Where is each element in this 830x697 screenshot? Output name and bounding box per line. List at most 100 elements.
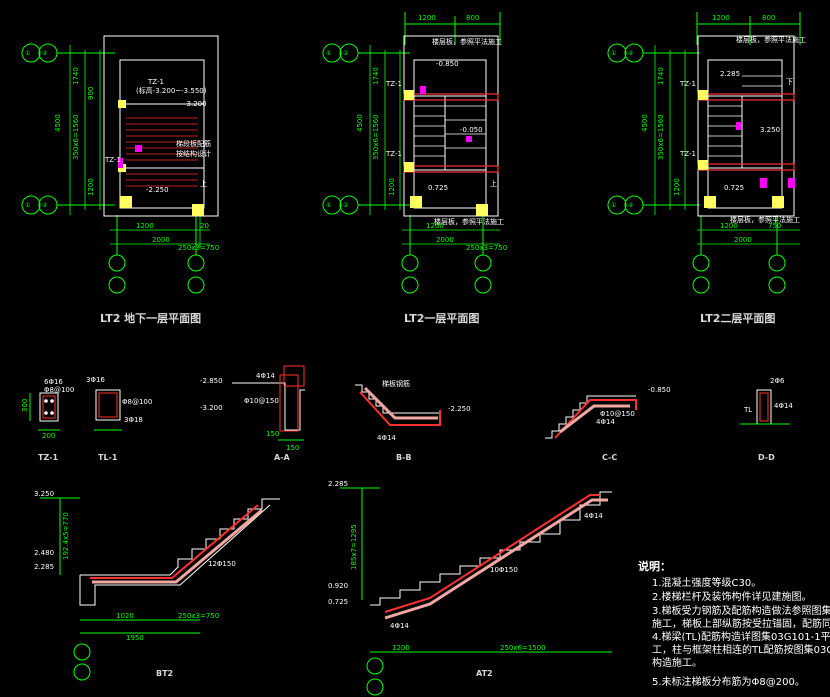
section-dd-labels: 2Φ6 4Φ14 TL D-D <box>743 377 793 462</box>
bb-text-1: 4Φ14 <box>377 434 396 442</box>
svg-text:②: ② <box>628 50 634 57</box>
aa-text-2: 4Φ14 <box>256 372 275 380</box>
plan1-dim-left-4: 900 <box>87 87 95 100</box>
at2-elev-1: 0.920 <box>328 582 348 590</box>
dd-text-2: TL <box>743 406 752 414</box>
plan1-dim-left-2: 350x6=1560 <box>72 114 80 160</box>
tz1-text-3: 200 <box>42 432 55 440</box>
plan1-elev-1: -2.250 <box>146 186 169 194</box>
section-bb <box>355 384 441 426</box>
svg-text:②: ② <box>42 202 48 209</box>
dd-label: D-D <box>758 453 775 462</box>
plan2-dim-top-0: 1200 <box>418 14 436 22</box>
plan2-dim-bottom-0: 1200 <box>426 222 444 230</box>
section-dd <box>740 389 790 425</box>
note-item-5: 工，柱与框架柱相连的TL配筋按图集03G101- <box>652 643 830 656</box>
aa-text-3: Φ10@150 <box>244 397 279 405</box>
tl1-text-1: Φ8@100 <box>122 398 152 406</box>
plan2-dim-left-3: 1200 <box>388 178 396 196</box>
tz1-text-0: 6Φ16 <box>44 378 63 386</box>
plan2-beam-1: TZ-1 <box>385 150 402 158</box>
stair-at2-labels: 2.285 0.920 0.725 10Φ150 4Φ14 4Φ14 1200 … <box>328 480 603 678</box>
plan2-dim-bottom-1: 2000 <box>436 236 454 244</box>
cc-text-2: Φ10@150 <box>600 410 635 418</box>
notes-block: 说明： 1.混凝土强度等级C30。 2.楼梯栏杆及装饰构件详见建施图。 3.梯板… <box>638 559 830 688</box>
plan3-elev-2: 0.725 <box>724 184 744 192</box>
plan3-dim-left-3: 1200 <box>673 178 681 196</box>
section-tl1 <box>94 389 122 431</box>
aa-label: A-A <box>274 453 291 462</box>
plan1-dim-bottom-1: 2000 <box>152 236 170 244</box>
bt2-dim-0: 1020 <box>116 612 134 620</box>
plan2-beam-0: TZ-1 <box>385 80 402 88</box>
plan1-title: LT2 地下一层平面图 <box>100 311 201 325</box>
bt2-label: BT2 <box>156 669 173 678</box>
svg-text:②: ② <box>42 50 48 57</box>
plan3-dim-bottom-2: 750 <box>768 222 781 230</box>
note-item-1: 2.楼梯栏杆及装饰构件详见建施图。 <box>652 590 812 603</box>
note-item-4: 4.梯梁(TL)配筋构造详图集03G101-1平法施 <box>652 630 830 643</box>
plan1-dim-bottom-2: 250x3=750 <box>178 244 219 252</box>
svg-text:①: ① <box>326 50 331 57</box>
svg-text:②: ② <box>343 202 349 209</box>
bt2-dim-1: 250x3=750 <box>178 612 219 620</box>
svg-text:①: ① <box>25 202 30 209</box>
plan2-note-1: 楼层板，参照平法施工 <box>434 217 504 226</box>
plan3-dim-bottom-1: 2000 <box>734 236 752 244</box>
section-cc <box>545 395 637 439</box>
svg-text:②: ② <box>343 50 349 57</box>
plan3-elev-1: 3.250 <box>760 126 780 134</box>
section-bb-labels: 梯板钢筋 -2.250 4Φ14 B-B <box>377 379 471 462</box>
bt2-elev-2: 2.285 <box>34 563 54 571</box>
stair-bt2-labels: 3.250 2.480 2.285 12Φ150 1020 250x3=750 … <box>34 490 236 678</box>
tl1-text-2: 3Φ18 <box>124 416 143 424</box>
bt2-elev-1: 2.480 <box>34 549 54 557</box>
plan2-dim-left-1: 1740 <box>372 67 380 85</box>
at2-rebar-1: 4Φ14 <box>390 622 409 630</box>
stair-bt2 <box>40 497 280 681</box>
note-item-0: 1.混凝土强度等级C30。 <box>652 576 761 589</box>
plan2-dim-left-2: 350x6=1560 <box>372 114 380 160</box>
plan3-dim-bottom-0: 1200 <box>720 222 738 230</box>
bb-label: B-B <box>396 453 412 462</box>
section-tz1-labels: 6Φ16 Φ8@100 300 200 TZ-1 <box>21 378 74 462</box>
plan1-dim-bottom-0: 1200 <box>136 222 154 230</box>
section-tz1 <box>29 392 60 431</box>
svg-text:②: ② <box>628 202 634 209</box>
svg-text:①: ① <box>611 50 616 57</box>
cc-label: C-C <box>602 453 617 462</box>
plan3-note-1: 楼层板，参照平法施工 <box>730 215 800 224</box>
plan2-title: LT2一层平面图 <box>404 312 479 325</box>
dd-text-1: 4Φ14 <box>774 402 793 410</box>
notes-heading: 说明： <box>638 559 671 573</box>
plan3-elev-0: 2.285 <box>720 70 740 78</box>
bb-text-2: 梯板钢筋 <box>382 379 410 388</box>
plan1-note-2: 上 <box>200 179 207 188</box>
plan1-beam-1: TZ-1 <box>104 156 121 164</box>
plan-second-floor-labels: 1200 800 4500 1740 350x6=1560 1200 1200 … <box>641 14 806 325</box>
plan3-title: LT2二层平面图 <box>700 312 775 325</box>
at2-dim-0: 1200 <box>392 644 410 652</box>
plan-first-floor-labels: 1200 800 4500 1740 350x6=1560 1200 1200 … <box>356 14 507 325</box>
plan3-dim-left-2: 350x6=1560 <box>657 114 665 160</box>
plan1-dim-left-1: 1740 <box>72 67 80 85</box>
stair-at2 <box>340 487 612 696</box>
at2-rebar-0: 10Φ150 <box>490 566 518 574</box>
bt2-dim-3: 192.4x5=770 <box>62 512 70 560</box>
bb-text-0: -2.250 <box>448 405 471 413</box>
plan1-dim-bottom-3: 20 <box>200 222 209 230</box>
aa-text-5: 150 <box>286 444 299 452</box>
at2-dim-2: 185x7=1295 <box>350 524 358 570</box>
plan3-beam-0: TZ-1 <box>679 80 696 88</box>
note-item-6: 构造施工。 <box>652 656 702 669</box>
plan1-note-1: 按结构设计 <box>176 149 211 158</box>
plan3-dim-top-0: 1200 <box>712 14 730 22</box>
plan-basement-labels: 4500 1740 350x6=1560 1200 900 1200 2000 … <box>54 67 219 325</box>
plan2-note-0: 楼层板，参照平法施工 <box>432 37 502 46</box>
at2-elev-2: 0.725 <box>328 598 348 606</box>
tz1-label: TZ-1 <box>38 453 58 462</box>
plan3-dim-left-0: 4500 <box>641 114 649 132</box>
note-item-2: 3.梯板受力钢筋及配筋构造做法参照图集03G101-2( <box>652 604 830 617</box>
